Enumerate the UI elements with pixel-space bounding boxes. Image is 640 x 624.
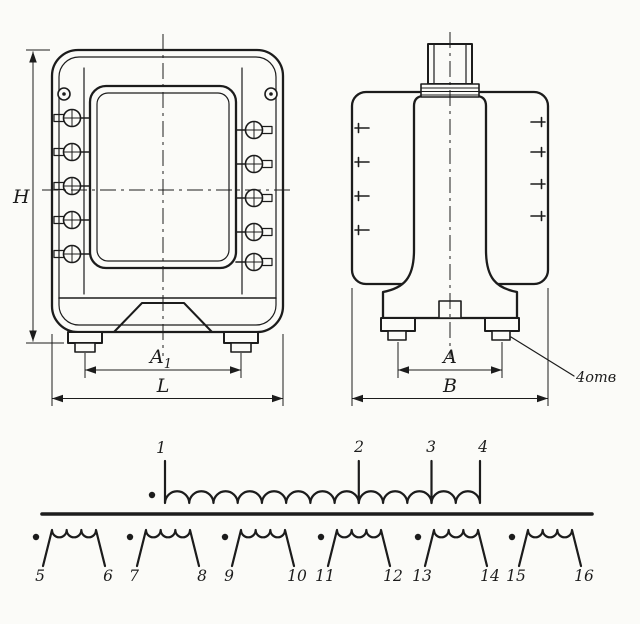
edge-terminals-right [530, 116, 546, 222]
terminal-label-11: 11 [315, 567, 335, 585]
terminal-screw [235, 120, 273, 140]
terminal-label-5: 5 [35, 567, 45, 585]
secondary-winding-15-16 [517, 528, 583, 568]
terminal-label-14: 14 [480, 567, 500, 585]
edge-terminal-tick [530, 146, 546, 158]
dim-label-b: B [442, 375, 457, 397]
mounting-foot-right-tab [491, 330, 511, 341]
terminal-screw [53, 210, 91, 230]
edge-terminals-left [354, 122, 370, 236]
terminal-label-3: 3 [426, 438, 436, 456]
secondary-winding-13-14 [423, 528, 489, 568]
mounting-foot-left [380, 317, 416, 332]
mounting-foot-right-tab [230, 342, 252, 353]
edge-terminal-tick [530, 210, 546, 222]
strap-rivet-right-center [269, 92, 273, 96]
polarity-dot [508, 533, 516, 541]
terminal-screw [235, 154, 273, 174]
polarity-dot [32, 533, 40, 541]
terminal-label-12: 12 [383, 567, 403, 585]
edge-terminal-tick [354, 156, 370, 168]
secondary-winding-9-10 [230, 528, 296, 568]
polarity-dot [221, 533, 229, 541]
terminal-screw [53, 244, 91, 264]
terminal-screw [235, 252, 273, 272]
winding-schematic: 1 2 3 4 5 6 7 8 9 10 11 12 13 14 15 16 [32, 438, 594, 585]
mounting-foot-left [67, 331, 103, 344]
terminal-column-right [235, 120, 273, 272]
mounting-foot-right [223, 331, 259, 344]
mounting-foot-right [484, 317, 520, 332]
edge-terminal-tick [530, 116, 546, 128]
edge-terminal-tick [354, 190, 370, 202]
terminal-label-15: 15 [506, 567, 526, 585]
terminal-screw [53, 108, 91, 128]
mounting-strap-outer [50, 48, 285, 334]
terminal-label-9: 9 [224, 567, 234, 585]
terminal-label-1: 1 [156, 439, 166, 457]
front-view [42, 34, 290, 356]
front-view-dimensions: H A1 L [12, 49, 284, 406]
strap-rivet-left-center [62, 92, 66, 96]
primary-winding [163, 459, 482, 505]
edge-terminal-tick [530, 178, 546, 190]
polarity-dot [414, 533, 422, 541]
secondary-winding-5-6 [41, 528, 107, 568]
terminal-label-2: 2 [353, 438, 364, 456]
mounting-foot-left-tab [387, 330, 407, 341]
terminal-screw [53, 142, 91, 162]
terminal-label-8: 8 [197, 567, 207, 585]
terminal-label-7: 7 [129, 567, 139, 585]
dim-label-h: H [12, 186, 30, 208]
dim-label-a1-sub: 1 [164, 357, 172, 372]
dim-label-a1: A1 [148, 346, 172, 372]
dim-label-l: L [156, 375, 170, 397]
primary-taps [357, 459, 433, 505]
terminal-label-13: 13 [412, 567, 432, 585]
terminal-label-6: 6 [103, 567, 113, 585]
mounting-strap-inner [58, 56, 277, 326]
secondary-winding-11-12 [326, 528, 392, 568]
terminal-label-10: 10 [287, 567, 307, 585]
side-view [350, 32, 550, 358]
edge-terminal-tick [354, 122, 370, 134]
mounting-foot-left-tab [74, 342, 96, 353]
secondary-winding-7-8 [135, 528, 201, 568]
side-view-dimensions: A B 4отв [351, 288, 616, 406]
holes-label: 4отв [575, 370, 616, 386]
dim-label-a1-base: A [148, 346, 164, 368]
terminal-label-4: 4 [477, 438, 488, 456]
edge-terminal-tick [354, 224, 370, 236]
terminal-label-16: 16 [574, 567, 594, 585]
polarity-dot [126, 533, 134, 541]
polarity-dot-primary [148, 491, 156, 499]
terminal-screw [235, 222, 273, 242]
dim-label-a: A [441, 346, 457, 368]
holes-leader-line [510, 336, 575, 377]
polarity-dot [317, 533, 325, 541]
